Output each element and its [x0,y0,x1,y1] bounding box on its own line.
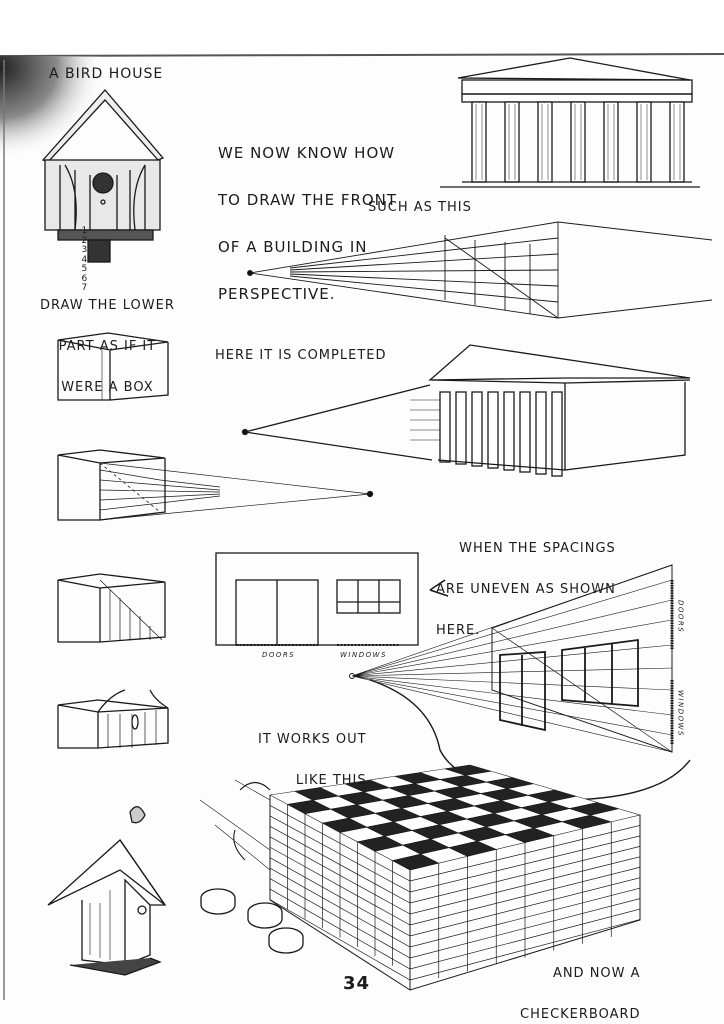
flat-wall-drawing [215,552,449,646]
page-number: 34 [343,973,371,994]
board-edge-line [269,836,641,915]
number-1: 1 [81,226,89,237]
temple-column [636,101,652,183]
bird-house-numbers: 1 2 3 4 5 6 7 [50,218,88,303]
board-edge-line [269,805,641,882]
temple-column [603,101,619,183]
bird-house-front-drawing [41,89,165,263]
board-edge-line [269,878,641,959]
number-3: 3 [81,245,89,256]
works-out-caption: IT WORKS OUT LIKE THIS [258,706,367,815]
box-step-2 [57,449,374,521]
board-edge-line [269,857,641,937]
number-5: 5 [81,264,89,275]
temple-front-drawing [440,57,700,188]
coins-drawing [200,888,304,954]
lower-part-caption: DRAW THE LOWER PART AS IF IT WERE A BOX [40,272,175,422]
windows-label: WINDOWS [340,651,387,659]
perspective-fan-1 [247,221,713,319]
intro-caption: WE NOW KNOW HOW TO DRAW THE FRONT OF A B… [218,114,397,335]
lower-part-line-2: PART AS IF IT [58,339,157,355]
temple-column [487,391,499,469]
temple-column [439,391,451,463]
box-step-1 [57,332,169,401]
checkerboard-line-1: AND NOW A [552,966,641,982]
temple-column [669,101,685,183]
doors-vertical-label: DOORS [676,600,685,634]
temple-column [455,391,467,465]
temple-column [471,101,487,183]
temple-column [537,101,553,183]
works-out-line-1: IT WORKS OUT [258,732,367,748]
checkerboard-drawing [199,764,642,991]
such-as-this-caption: SUCH AS THIS [368,200,472,215]
bird-house-title: A BIRD HOUSE [49,66,164,82]
checkerboard-caption: AND NOW A CHECKERBOARD [520,940,641,1024]
checkerboard-line-2: CHECKERBOARD [520,1007,641,1023]
uneven-line-3: HERE. [436,623,481,639]
temple-column [519,391,531,473]
board-edge-line [269,846,641,926]
temple-column [535,391,547,475]
temple-column [471,391,483,467]
intro-line-1: WE NOW KNOW HOW [218,143,396,162]
temple-column [570,101,586,183]
board-edge-line [269,815,641,893]
box-step-3 [57,573,166,643]
bird-house-perspective-drawing [47,806,167,976]
number-6: 6 [81,273,89,284]
board-edge-line [269,888,641,970]
windows-vertical-label: WINDOWS [676,690,685,737]
lower-part-line-3: WERE A BOX [61,380,154,396]
lower-part-line-1: DRAW THE LOWER [40,298,175,314]
doors-label: DOORS [262,651,296,659]
uneven-caption: WHEN THE SPACINGS ARE UNEVEN AS SHOWN HE… [436,515,616,665]
box-step-4 [57,689,169,749]
number-4: 4 [81,254,89,265]
intro-line-3: OF A BUILDING IN [218,238,368,256]
temple-column [551,391,563,477]
board-edge-line [269,826,641,904]
uneven-line-2: ARE UNEVEN AS SHOWN [436,582,616,598]
completed-caption: HERE IT IS COMPLETED [215,348,387,363]
number-7: 7 [81,283,89,294]
number-2: 2 [81,235,89,246]
works-out-line-2: LIKE THIS [295,773,367,789]
intro-line-4: PERSPECTIVE. [218,285,336,304]
temple-column [503,391,515,471]
uneven-line-1: WHEN THE SPACINGS [459,541,616,557]
completed-temple-drawing [241,344,691,477]
intro-line-2: TO DRAW THE FRONT [218,190,398,209]
board-edge-line [269,899,641,981]
temple-column [504,101,520,183]
board-edge-line [269,867,641,948]
